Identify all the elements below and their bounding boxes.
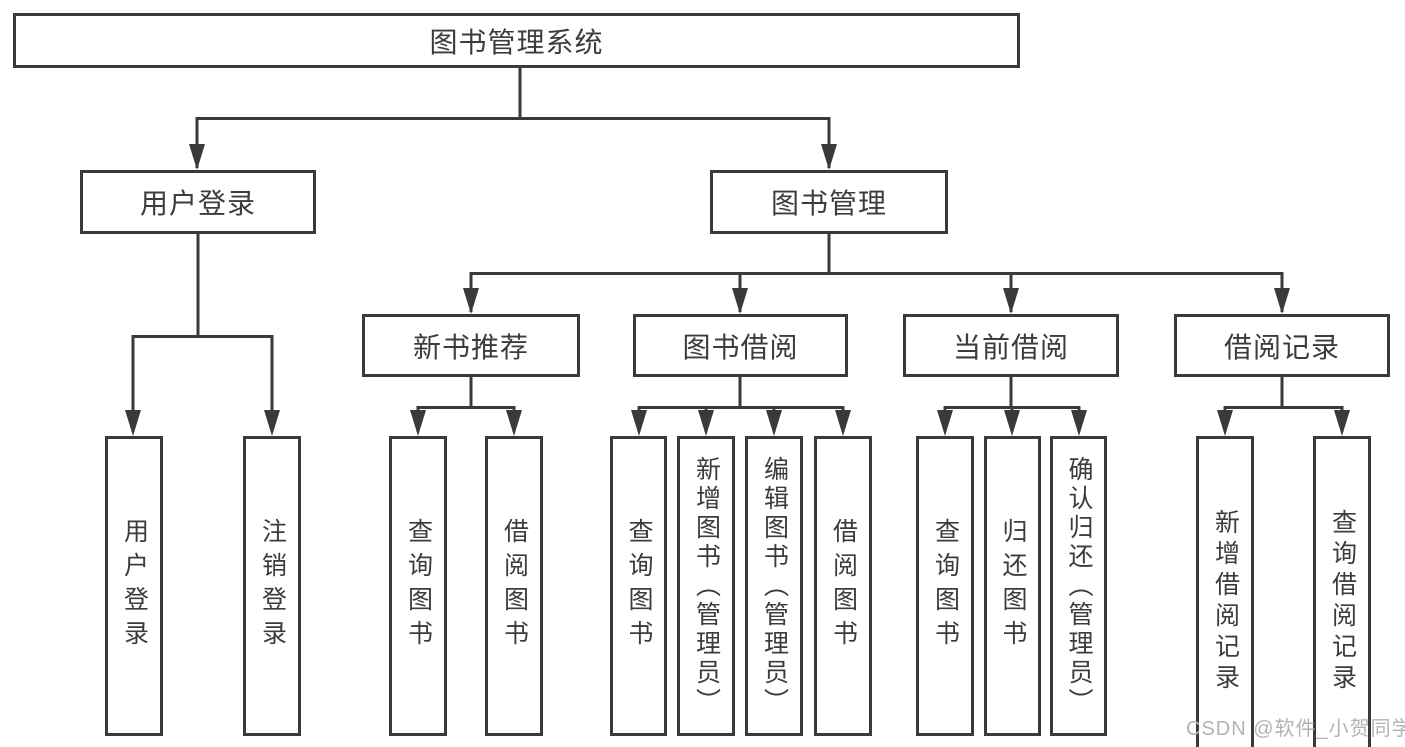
arrowhead [189,144,205,170]
connector-book-borrow-to-leaves [637,377,845,432]
leaf-query-books-current: 查询图书 [916,436,974,736]
node-label: 用户登录 [139,188,256,219]
node-label: 图书借阅 [682,331,799,363]
leaf-label: 归还图书 [999,518,1027,654]
leaf-user-login: 用户登录 [105,436,163,736]
connector-new-book-to-leaves [416,377,516,432]
leaf-query-books-recommend: 查询图书 [389,436,447,736]
arrowhead [937,410,953,436]
node-root-system: 图书管理系统 [13,13,1020,68]
leaf-label: 查询图书 [404,518,433,654]
arrowhead [631,410,647,436]
leaf-borrow-books-recommend: 借阅图书 [485,436,543,736]
leaf-confirm-return-admin: 确认归还（管理员） [1050,436,1107,736]
leaf-logout: 注销登录 [243,436,301,736]
leaf-label: 借阅图书 [829,518,858,654]
connector-root-to-level2 [195,68,831,168]
node-label: 新书推荐 [412,331,529,363]
leaf-label: 查询图书 [931,518,960,654]
connector-book-mgmt-to-level3 [469,234,1284,312]
arrowhead [463,288,479,314]
arrowhead [1274,288,1290,314]
node-current-borrowing: 当前借阅 [903,314,1119,377]
leaf-query-borrow-record: 查询借阅记录 [1313,436,1371,747]
arrowhead [264,410,280,436]
leaf-label: 查询图书 [625,518,653,654]
node-book-borrowing: 图书借阅 [633,314,848,377]
arrowhead [821,144,837,170]
arrowhead [1334,410,1350,436]
leaf-label: 新增图书（管理员） [692,455,721,717]
arrowhead [125,410,141,436]
arrowhead [835,410,851,436]
arrowhead [1217,410,1233,436]
node-user-login: 用户登录 [80,170,316,234]
leaf-label: 查询借阅记录 [1328,508,1357,695]
leaf-add-borrow-record: 新增借阅记录 [1196,436,1254,747]
leaf-label: 用户登录 [120,518,149,654]
csdn-watermark: CSDN @软件_小贺同学 [1186,718,1405,740]
connector-borrow-record-to-leaves [1223,377,1344,432]
arrowhead [1071,410,1087,436]
node-borrow-records: 借阅记录 [1174,314,1390,377]
node-label: 当前借阅 [952,331,1069,363]
leaf-edit-books-admin: 编辑图书（管理员） [745,436,803,736]
connector-user-login-to-leaves [131,234,274,432]
node-label: 图书管理 [770,188,887,219]
leaf-label: 借阅图书 [500,518,529,654]
node-new-book-recommend: 新书推荐 [362,314,580,377]
arrowhead [766,410,782,436]
arrowhead [698,410,714,436]
leaf-return-books: 归还图书 [984,436,1041,736]
leaf-label: 编辑图书（管理员） [760,455,789,717]
leaf-query-books-borrowing: 查询图书 [610,436,667,736]
connector-current-borrow-to-leaves [943,377,1081,432]
arrowhead [732,288,748,314]
node-label: 图书管理系统 [429,26,604,58]
leaf-label: 注销登录 [258,518,287,654]
node-book-management: 图书管理 [710,170,948,234]
arrowhead [410,410,426,436]
node-label: 借阅记录 [1223,331,1340,363]
leaf-add-books-admin: 新增图书（管理员） [677,436,735,736]
leaf-borrow-books-borrowing: 借阅图书 [814,436,872,736]
arrowhead [1004,410,1020,436]
leaf-label: 确认归还（管理员） [1065,455,1093,717]
arrowhead [506,410,522,436]
arrowhead [1003,288,1019,314]
leaf-label: 新增借阅记录 [1211,508,1240,695]
